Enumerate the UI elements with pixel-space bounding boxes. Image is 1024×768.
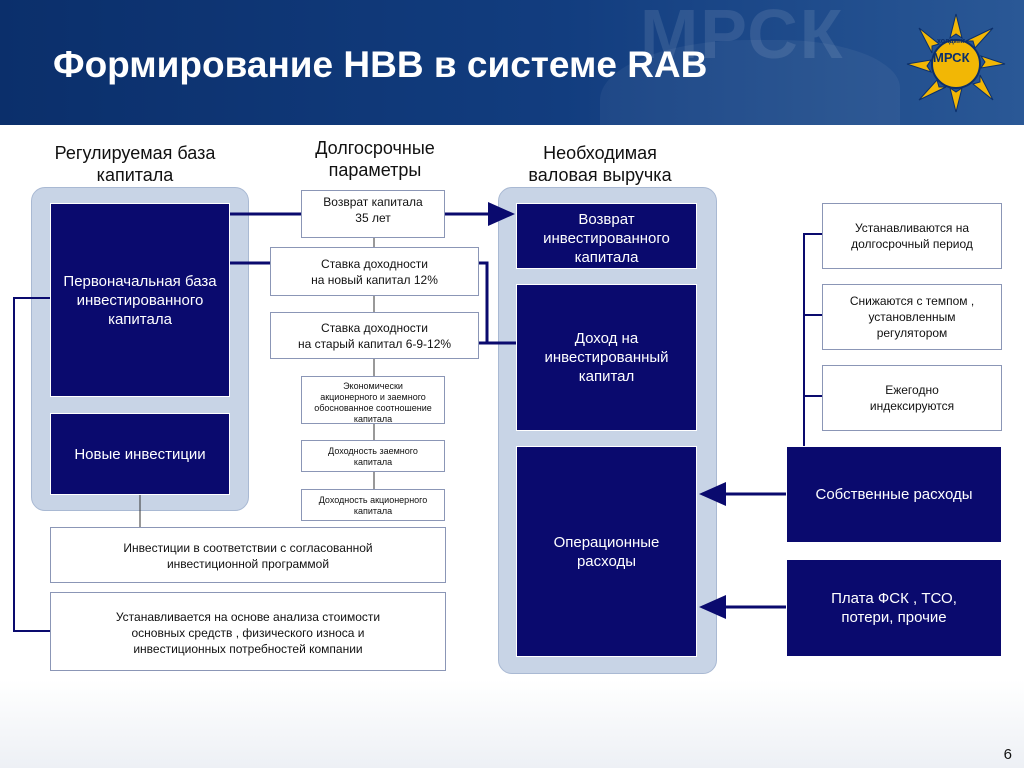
debt-equity-ratio-param: Экономически акционерного и заемного обо… xyxy=(301,376,445,424)
new-capital-rate-param: Ставка доходности на новый капитал 12% xyxy=(270,247,479,296)
own-costs-label: Собственные расходы xyxy=(815,486,973,503)
equity-yield-text: Доходность акционерного капитала xyxy=(318,495,428,516)
valuation-basis-note: Устанавливается на основе анализа стоимо… xyxy=(50,592,446,671)
equity-yield-param: Доходность акционерного капитала xyxy=(301,489,445,521)
new-investments-label: Новые инвестиции xyxy=(74,445,206,463)
income-invested-capital-label: Доход на инвестированный капитал xyxy=(544,330,669,385)
debt-yield-param: Доходность заемного капитала xyxy=(301,440,445,472)
slide-title: Формирование НВВ в системе RAB xyxy=(53,44,708,85)
valuation-basis-text: Устанавливается на основе анализа стоимо… xyxy=(115,610,381,656)
old-capital-rate-param: Ставка доходности на старый капитал 6-9-… xyxy=(270,312,479,359)
initial-base-box: Первоначальная база инвестированного кап… xyxy=(50,203,230,397)
long-term-note: Устанавливаются на долгосрочный период xyxy=(822,203,1002,269)
investments-program-text: Инвестиции в соответствии с согласованно… xyxy=(123,541,373,571)
header-bar: МРСК Формирование НВВ в системе RAB холд… xyxy=(0,0,1024,125)
logo-small-text: холдинг xyxy=(937,38,966,45)
decrease-rate-note: Снижаются с темпом , установленным регул… xyxy=(822,284,1002,350)
decrease-rate-note-text: Снижаются с темпом , установленным регул… xyxy=(849,294,975,340)
fsk-costs-label: Плата ФСК , ТСО, потери, прочие xyxy=(831,590,957,626)
indexed-note: Ежегодно индексируются xyxy=(822,365,1002,431)
operating-costs-label: Операционные расходы xyxy=(553,534,660,570)
watermark-logo-text: МРСК xyxy=(640,0,845,73)
debt-equity-ratio-text: Экономически акционерного и заемного обо… xyxy=(314,381,432,424)
rab-column-title: Регулируемая база капитала xyxy=(54,143,216,185)
long-term-note-text: Устанавливаются на долгосрочный период xyxy=(851,221,973,251)
logo-word: МРСК xyxy=(933,50,970,65)
return-invested-capital-label: Возврат инвестированного капитала xyxy=(543,211,670,266)
background-decoration xyxy=(0,680,1024,768)
capital-return-text: Возврат капитала 35 лет xyxy=(323,195,423,225)
new-capital-rate-text: Ставка доходности на новый капитал 12% xyxy=(311,257,438,287)
own-costs-box: Собственные расходы xyxy=(786,446,1002,543)
old-capital-rate-text: Ставка доходности на старый капитал 6-9-… xyxy=(297,321,452,351)
operating-costs-box: Операционные расходы xyxy=(516,446,697,657)
fsk-costs-box: Плата ФСК , ТСО, потери, прочие xyxy=(786,559,1002,657)
capital-return-param: Возврат капитала 35 лет xyxy=(301,190,445,238)
indexed-note-text: Ежегодно индексируются xyxy=(869,383,955,413)
params-column-title: Долгосрочные параметры xyxy=(315,138,435,180)
page-number: 6 xyxy=(1003,746,1012,763)
debt-yield-text: Доходность заемного капитала xyxy=(328,446,418,467)
new-investments-box: Новые инвестиции xyxy=(50,413,230,495)
investments-program-note: Инвестиции в соответствии с согласованно… xyxy=(50,527,446,583)
initial-base-label: Первоначальная база инвестированного кап… xyxy=(63,272,217,328)
watermark-shape xyxy=(600,40,900,125)
return-invested-capital-box: Возврат инвестированного капитала xyxy=(516,203,697,269)
nvv-column-title: Необходимая валовая выручка xyxy=(528,143,672,185)
income-invested-capital-box: Доход на инвестированный капитал xyxy=(516,284,697,431)
company-logo-icon xyxy=(906,13,1006,113)
